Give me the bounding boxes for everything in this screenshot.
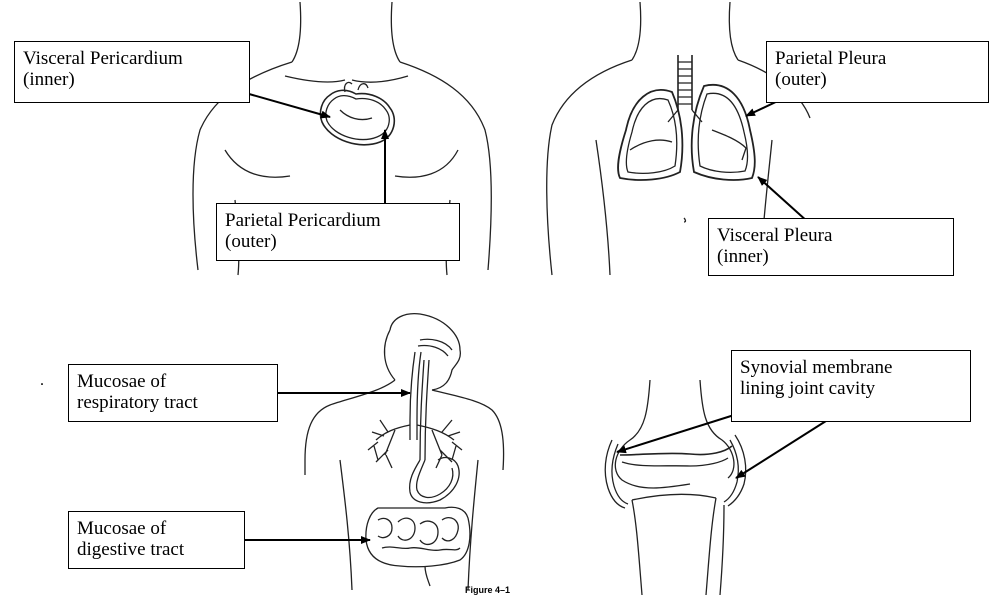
figure-caption: Figure 4–1 [465,585,510,595]
label-parietal-pericardium: Parietal Pericardium (outer) [216,203,460,261]
label-line: Visceral Pericardium [23,48,241,69]
label-line: (inner) [717,246,945,267]
label-line: Synovial membrane [740,357,962,378]
label-line: (outer) [225,231,451,252]
label-line: Parietal Pericardium [225,210,451,231]
label-line: Mucosae of [77,518,236,539]
label-line: Parietal Pleura [775,48,980,69]
label-line: Visceral Pleura [717,225,945,246]
label-visceral-pleura: Visceral Pleura (inner) [708,218,954,276]
arrow-synovial-right [736,421,826,478]
stray-mark: . [40,372,44,390]
label-mucosae-digestive: Mucosae of digestive tract [68,511,245,569]
label-line: respiratory tract [77,392,269,413]
label-synovial-membrane: Synovial membrane lining joint cavity [731,350,971,422]
label-parietal-pleura: Parietal Pleura (outer) [766,41,989,103]
label-mucosae-respiratory: Mucosae of respiratory tract [68,364,278,422]
label-line: lining joint cavity [740,378,962,399]
pointer-arrows [214,84,826,540]
label-line: (outer) [775,69,980,90]
body-tracts-illustration [305,314,504,590]
knee-joint-illustration [605,380,745,595]
label-visceral-pericardium: Visceral Pericardium (inner) [14,41,250,103]
label-line: (inner) [23,69,241,90]
label-line: Mucosae of [77,371,269,392]
label-line: digestive tract [77,539,236,560]
